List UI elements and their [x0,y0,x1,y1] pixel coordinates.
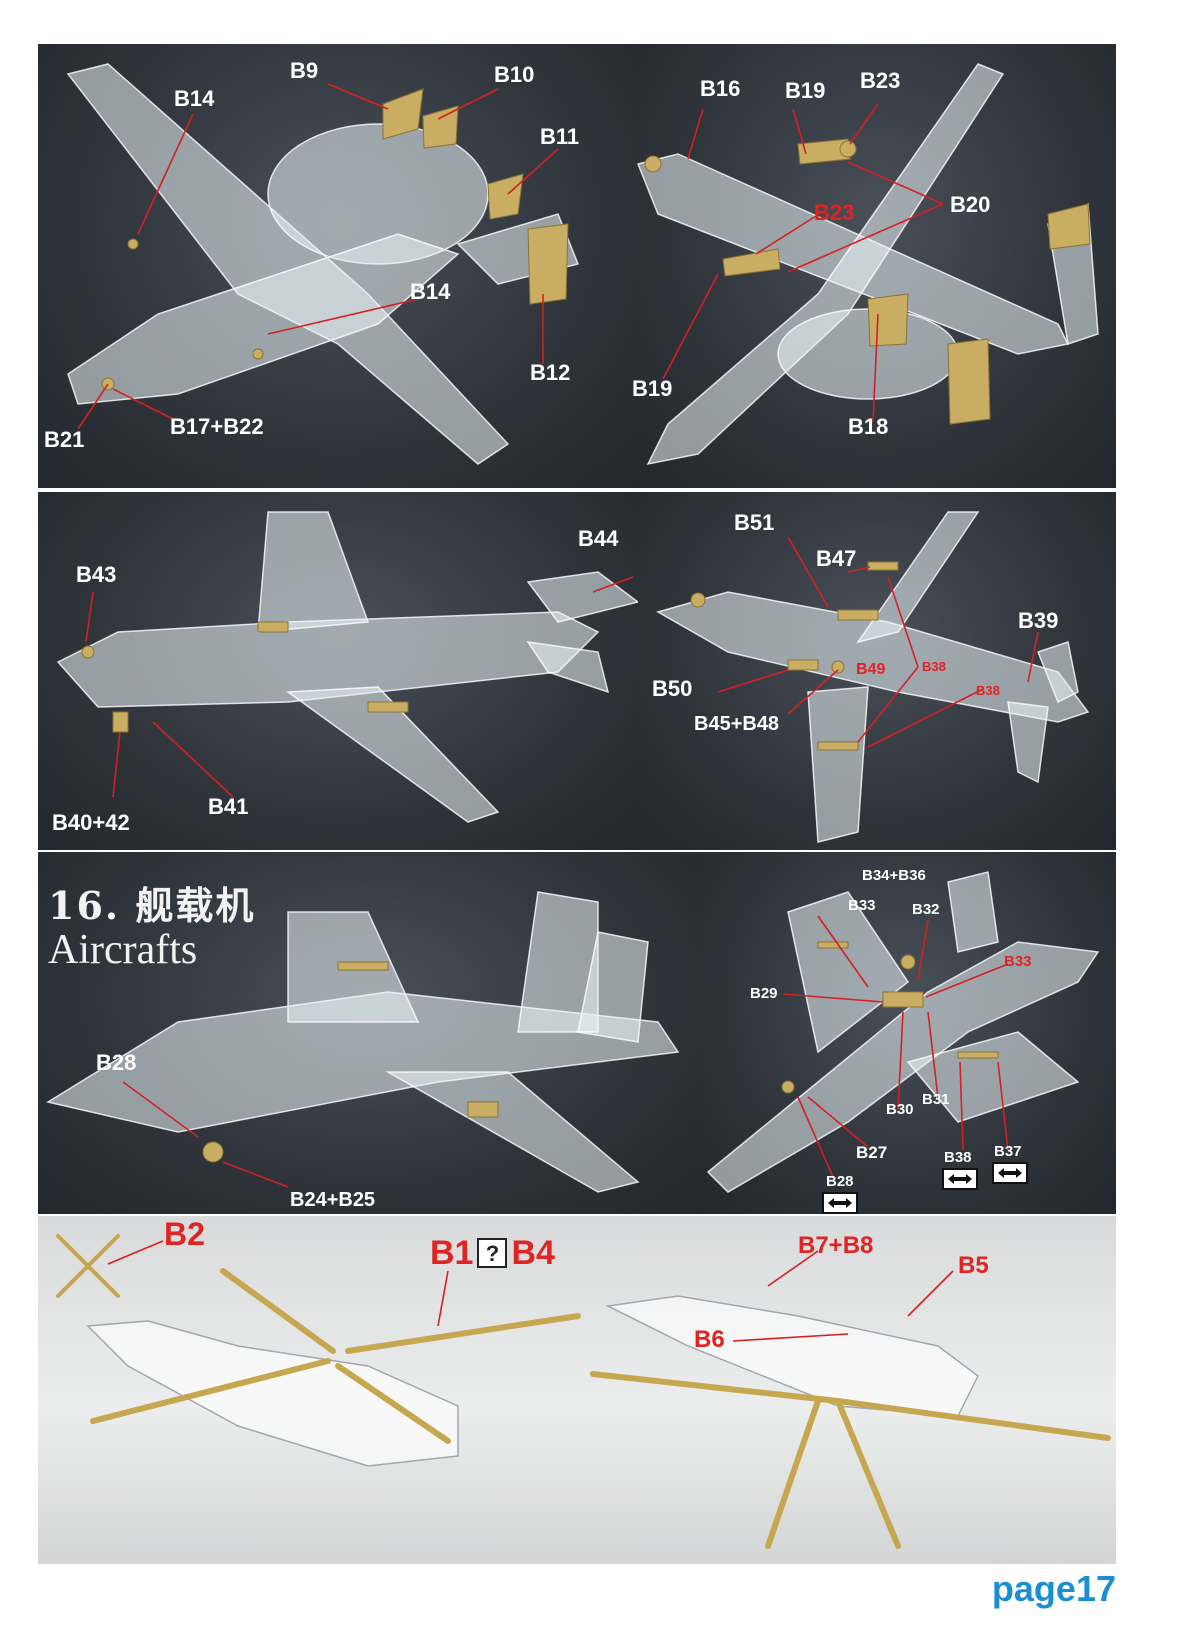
double-headed-arrow-icon [998,1168,1022,1178]
part-label: B37 [994,1143,1022,1160]
prowler-side-illustration [56,511,640,823]
section-title-en: Aircrafts [48,927,198,973]
part-label: B38 [944,1149,972,1166]
photo-panel-helicopters: B2 B1 ? B4 B7+B8 B5 B6 [38,1216,1116,1564]
part-label: B40+42 [52,810,130,835]
awacs-rear-illustration [636,63,1099,466]
photo-panel-awacs-rear: B16 B19 B23 B23 B20 B19 B18 [632,44,1116,488]
part-label: B31 [922,1091,950,1108]
part-label-red: B5 [958,1252,989,1279]
part-label: B20 [950,192,991,217]
part-label-red: B4 [511,1234,555,1272]
part-label: B45+B48 [694,713,780,735]
double-headed-arrow-icon [828,1198,852,1208]
part-label: B14 [174,86,215,111]
part-label: B18 [848,414,889,439]
part-label: B50 [652,676,693,701]
question-box-icon: ? [477,1238,508,1268]
part-label-red-combo: B1 ? B4 [430,1236,555,1270]
hornet-top-illustration [706,871,1100,1193]
hornet-side-illustration [46,891,680,1193]
part-label: B9 [290,58,319,83]
awacs-front-illustration [66,63,580,465]
photo-panel-hornet-top: B34+B36 B33 B32 B33 B29 B30 B31 B27 B28 … [698,852,1116,1214]
part-label: B28 [826,1173,854,1190]
part-label: B47 [816,546,857,571]
part-label: B10 [494,62,535,87]
part-label: B29 [750,985,778,1002]
part-label: B39 [1018,608,1059,633]
part-label-red: B6 [694,1326,725,1353]
part-label: B19 [785,78,826,103]
part-label-red: B2 [164,1216,205,1252]
part-label-red: B1 [430,1234,474,1272]
part-label: B14 [410,279,451,304]
part-label: B21 [44,427,85,452]
prowler-top-illustration [656,511,1090,843]
photo-panel-prowler-side: B43 B44 B40+42 B41 [38,492,640,850]
part-label: B16 [700,76,741,101]
part-label: B27 [856,1143,888,1162]
part-label: B12 [530,360,571,385]
double-headed-arrow-icon [948,1174,972,1184]
part-label: B30 [886,1101,914,1118]
helicopters-illustration [56,1234,1111,1549]
part-label: B33 [848,897,876,914]
part-label: B23 [860,68,901,93]
part-label: B32 [912,901,940,918]
part-label: B43 [76,562,117,587]
part-label: B51 [734,510,775,535]
part-label-red: B33 [1004,953,1032,970]
photo-panel-hornet-side: B28 B24+B25 [38,852,698,1214]
part-label: B17+B22 [170,414,264,439]
part-label: B24+B25 [290,1189,376,1211]
part-label-red: B49 [856,661,886,678]
flip-marker [822,1192,858,1214]
part-label-red: B7+B8 [798,1232,874,1259]
flip-marker [942,1168,978,1190]
part-label-red: B38 [922,659,946,674]
part-label: B44 [578,526,619,551]
part-label-red: B38 [976,683,1000,698]
part-label: B19 [632,376,673,401]
flip-marker [992,1162,1028,1184]
page-number: page17 [991,1568,1116,1609]
part-label: B34+B36 [862,867,926,884]
section-title-cn: 16. 舰载机 [48,883,256,928]
photo-panel-awacs-front: B9 B10 B14 B11 B14 B12 B21 B17+B22 [38,44,638,488]
photo-panel-prowler-top: B51 B47 B39 B49 B38 B38 B50 B45+B48 [638,492,1116,850]
part-label-red: B23 [814,200,855,225]
part-label: B41 [208,794,249,819]
part-label: B28 [96,1050,137,1075]
part-label: B11 [540,124,580,149]
